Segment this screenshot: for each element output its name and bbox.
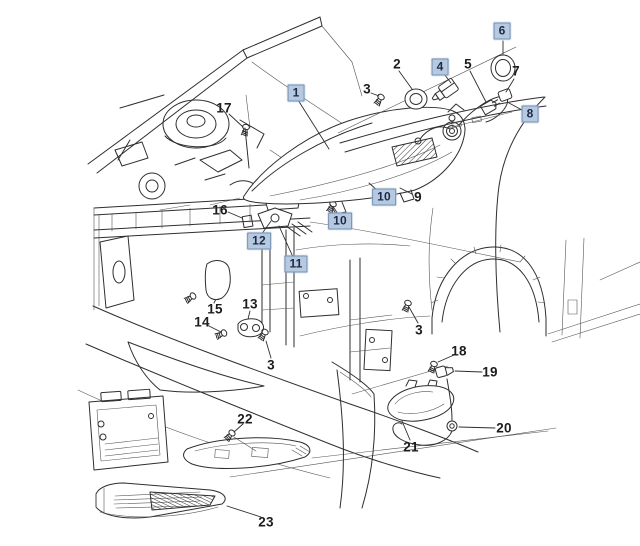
frame-rails	[93, 195, 521, 311]
fog-lamp-assembly	[331, 359, 458, 509]
callout-8[interactable]: 8	[521, 105, 539, 123]
bumper-impact-bar	[88, 388, 169, 471]
bulb-and-harness-parts	[337, 46, 517, 145]
radiator-support	[261, 227, 431, 383]
headlamp-bulb	[431, 78, 459, 101]
callout-23: 23	[258, 514, 274, 530]
callout-21: 21	[403, 439, 419, 455]
callout-4[interactable]: 4	[431, 58, 449, 76]
hood-lines	[87, 16, 363, 174]
callout-3-top: 3	[363, 81, 371, 97]
callout-19: 19	[482, 364, 498, 380]
callout-15: 15	[207, 301, 223, 317]
engine-compartment	[114, 94, 286, 211]
callout-7: 7	[512, 63, 520, 79]
callout-12[interactable]: 12	[247, 232, 271, 250]
callout-20: 20	[496, 420, 512, 436]
callout-14: 14	[194, 314, 210, 330]
headlamp-assembly	[242, 103, 466, 215]
callout-11[interactable]: 11	[284, 255, 308, 273]
fog-lamp-opening	[183, 428, 311, 469]
fog-lamp-wiring	[392, 378, 458, 446]
callout-5: 5	[464, 56, 472, 72]
sealing-cap	[490, 54, 516, 82]
callout-1[interactable]: 1	[287, 84, 305, 102]
callout-17: 17	[216, 100, 232, 116]
callout-10-a[interactable]: 10	[372, 188, 396, 206]
callout-3-right: 3	[415, 322, 423, 338]
callout-6[interactable]: 6	[493, 22, 511, 40]
callout-22: 22	[237, 411, 253, 427]
bumper-fascia	[77, 305, 557, 479]
bracket-13-hardware	[183, 260, 413, 342]
callout-13: 13	[242, 296, 258, 312]
callout-10-b[interactable]: 10	[328, 212, 352, 230]
leader-lines	[183, 40, 523, 518]
callout-2: 2	[393, 56, 401, 72]
callout-3-left: 3	[267, 357, 275, 373]
callout-9: 9	[414, 189, 422, 205]
front-fender	[428, 96, 640, 343]
callout-16: 16	[212, 202, 228, 218]
lower-grille	[95, 482, 226, 519]
fog-lamp-bulb	[434, 365, 454, 378]
callout-18: 18	[451, 343, 467, 359]
